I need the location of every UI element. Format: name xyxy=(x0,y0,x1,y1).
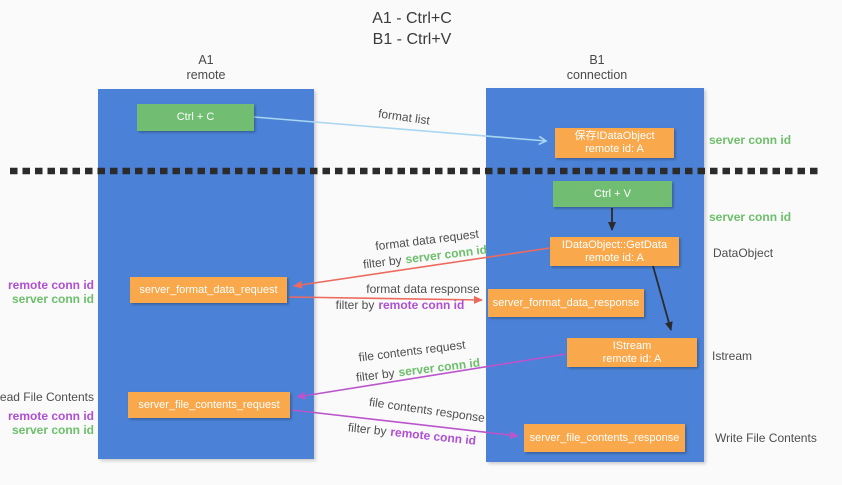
node-ctrl-v: Ctrl + V xyxy=(553,181,672,207)
node-server-file-contents-response: server_file_contents_response xyxy=(524,424,685,452)
node-getdata-line2: remote id: A xyxy=(585,251,644,264)
label-server-conn-id-right-2: server conn id xyxy=(709,210,792,224)
node-istream: IStream remote id: A xyxy=(567,338,697,367)
diagram-title: A1 - Ctrl+C B1 - Ctrl+V xyxy=(372,8,452,50)
label-server-conn-id-left-2: server conn id xyxy=(11,423,94,437)
filter-by-text: filter by xyxy=(347,420,388,439)
filter-by-text: filter by xyxy=(335,298,375,312)
label-write-file-contents: Write File Contents xyxy=(715,431,817,445)
node-getdata-line1: IDataObject::GetData xyxy=(561,238,668,251)
label-read-file-contents: Read File Contents xyxy=(0,390,94,404)
node-istream-line1: IStream xyxy=(612,339,652,352)
label-file-contents-response: file contents response xyxy=(368,394,486,426)
node-server-format-data-response: server_format_data_response xyxy=(488,289,644,317)
filter-by-text: filter by xyxy=(355,365,396,385)
node-save-dataobject: 保存IDataObject remote id: A xyxy=(555,128,674,158)
label-remote-conn-id-left-2: remote conn id xyxy=(7,409,94,423)
node-server-format-data-request: server_format_data_request xyxy=(130,277,287,303)
label-server-conn-id-left-1: server conn id xyxy=(11,292,94,306)
title-line-1: A1 - Ctrl+C xyxy=(372,10,452,27)
node-idataobject-getdata: IDataObject::GetData remote id: A xyxy=(550,237,679,266)
remote-conn-id-text: remote conn id xyxy=(378,298,465,312)
column-a-role: remote xyxy=(186,67,226,82)
column-a-header: A1 remote xyxy=(187,53,226,82)
node-save-dataobject-line1: 保存IDataObject xyxy=(574,130,655,142)
column-b-name: B1 xyxy=(589,53,605,67)
label-istream: Istream xyxy=(712,349,753,363)
node-ctrl-c: Ctrl + C xyxy=(137,104,254,131)
filter-by-text: filter by xyxy=(362,252,403,272)
label-format-data-response: format data response xyxy=(366,282,480,296)
title-line-2: B1 - Ctrl+V xyxy=(372,31,452,48)
label-server-conn-id-right-1: server conn id xyxy=(709,133,792,147)
node-save-dataobject-line2: remote id: A xyxy=(585,143,644,155)
label-format-list: format list xyxy=(377,106,431,128)
column-b-header: B1 connection xyxy=(567,53,627,82)
node-server-file-contents-request: server_file_contents_request xyxy=(128,392,290,418)
node-istream-line2: remote id: A xyxy=(602,352,662,365)
label-remote-conn-id-left-1: remote conn id xyxy=(7,278,94,292)
column-a-name: A1 xyxy=(198,53,214,67)
column-b-role: connection xyxy=(566,67,628,82)
label-dataobject: DataObject xyxy=(713,246,774,260)
remote-conn-id-text: remote conn id xyxy=(389,424,477,448)
server-conn-id-text: server conn id xyxy=(397,355,481,380)
